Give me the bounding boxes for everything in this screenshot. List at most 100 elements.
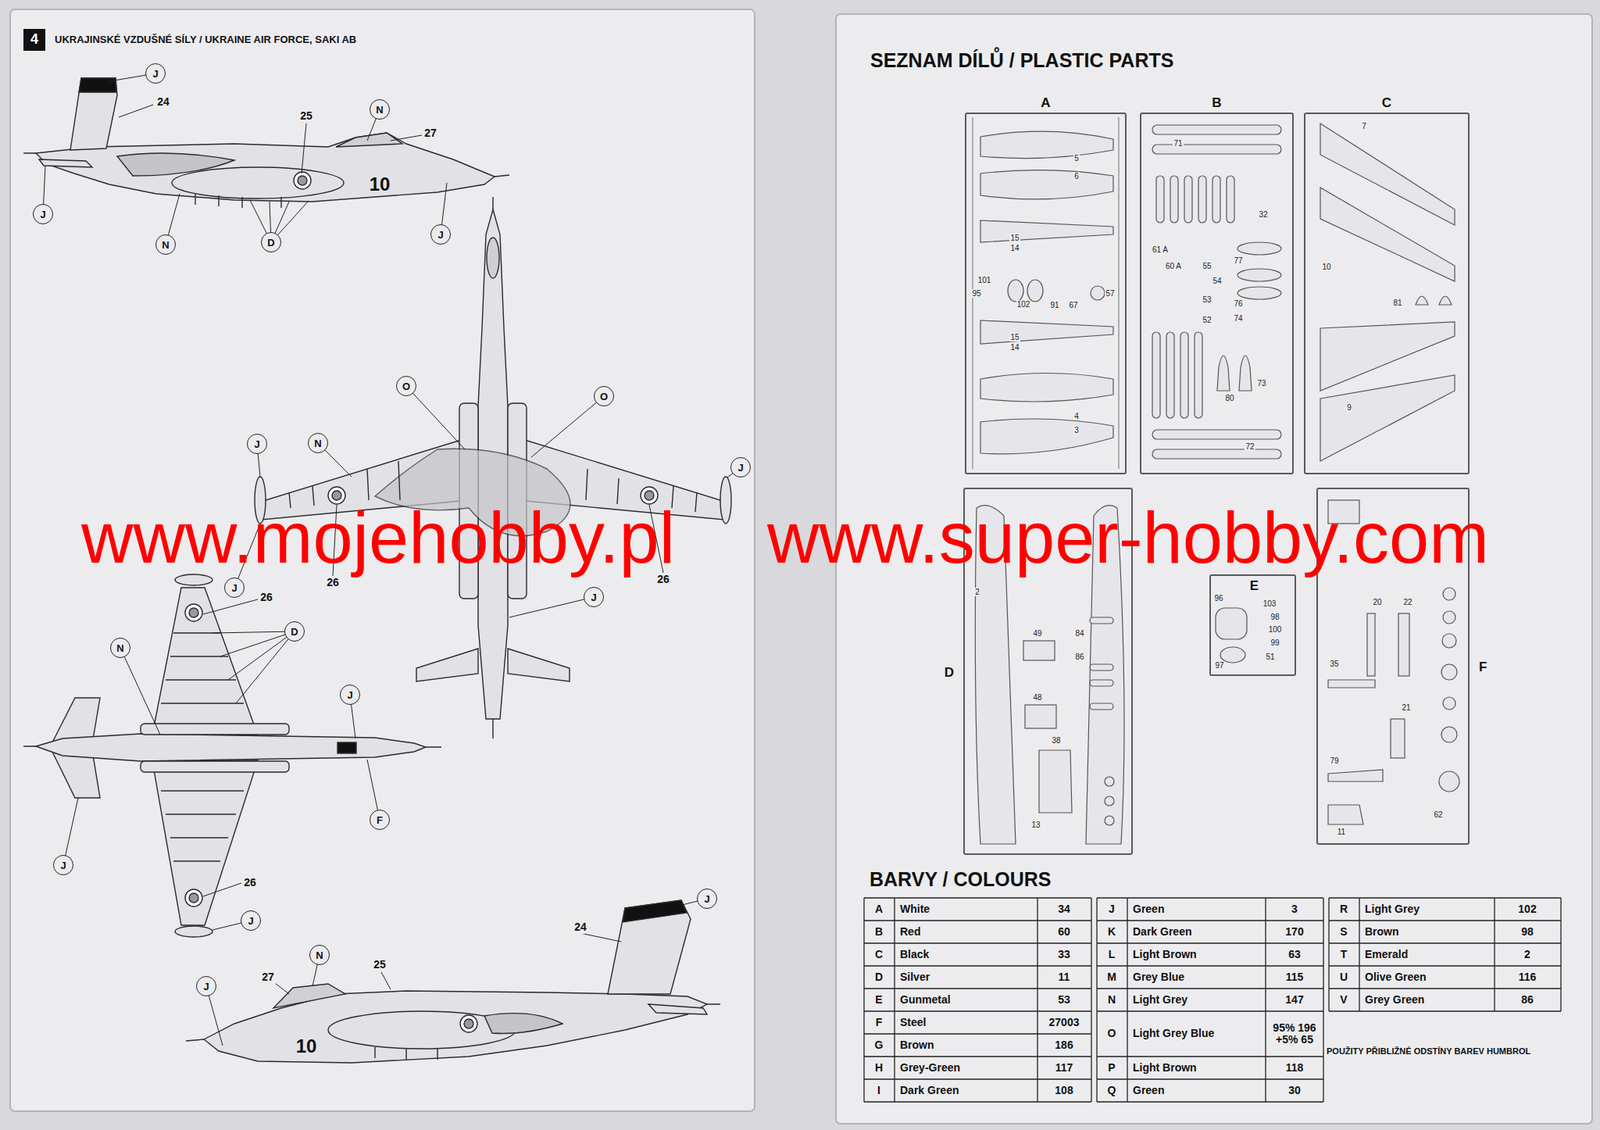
callout-number: 26: [325, 576, 341, 589]
paint-number: 95% 196 +5% 65: [1269, 1021, 1320, 1047]
watermark: www.super-hobby.com: [767, 501, 1490, 574]
sprue-frame: C: [1303, 112, 1470, 475]
paint-number: 117: [1039, 1061, 1090, 1074]
color-code: T: [1340, 948, 1348, 961]
part-number: 77: [1232, 256, 1243, 265]
paint-number: 86: [1502, 993, 1553, 1006]
callout-circle: J: [696, 888, 718, 909]
part-number: 20: [1371, 597, 1383, 607]
part-number: 62: [1432, 810, 1443, 819]
page-number: 4: [23, 28, 46, 51]
callout-circle: F: [369, 809, 390, 830]
paint-number: 27003: [1039, 1016, 1090, 1029]
paint-number: 60: [1039, 925, 1090, 938]
color-name: Dark Green: [900, 1084, 959, 1097]
paint-number: 53: [1039, 993, 1090, 1006]
callout-number: 24: [572, 921, 589, 933]
callout-letter: J: [203, 981, 209, 992]
color-code: E: [875, 993, 883, 1006]
part-number: 4: [1073, 411, 1080, 421]
part-number: 80: [1224, 393, 1235, 403]
part-number: 67: [1067, 300, 1079, 310]
aircraft-marking: 10: [296, 1035, 318, 1057]
sheet-heading: UKRAJINSKÉ VZDUŠNÉ SÍLY / UKRAINE AIR FO…: [54, 34, 357, 46]
sprue-letter: D: [944, 665, 954, 681]
part-number: 91: [1049, 300, 1060, 310]
color-name: Brown: [1364, 925, 1400, 938]
color-code: L: [1108, 948, 1116, 961]
color-name: Olive Green: [1364, 971, 1427, 983]
color-name: Light Grey Blue: [1132, 1027, 1215, 1040]
part-number: 101: [977, 275, 993, 285]
callout-letter: D: [267, 237, 275, 248]
paint-number: 118: [1269, 1061, 1320, 1074]
paint-number: 98: [1502, 925, 1553, 938]
callout-circle: D: [284, 621, 305, 642]
part-number: 76: [1232, 299, 1243, 308]
part-number: 9: [1346, 403, 1353, 412]
paint-number: 102: [1502, 903, 1553, 915]
callout-circle: J: [730, 457, 751, 478]
part-number: 102: [1016, 300, 1032, 309]
part-number: 95: [971, 289, 982, 298]
callout-letter: N: [161, 239, 169, 250]
color-code: Q: [1107, 1084, 1117, 1097]
sprue-letter: B: [1211, 96, 1222, 111]
part-number: 54: [1211, 276, 1222, 286]
callout-letter: N: [315, 950, 323, 961]
callout-letter: O: [402, 381, 411, 392]
section-heading: BARVY / COLOURS: [869, 868, 1051, 891]
color-code: H: [875, 1061, 883, 1074]
paint-number: 186: [1039, 1039, 1090, 1051]
color-code: O: [1107, 1027, 1117, 1040]
callout-letter: D: [290, 626, 298, 637]
paint-number: 11: [1039, 971, 1090, 983]
callout-letter: J: [703, 893, 710, 904]
paint-number: 34: [1039, 903, 1090, 915]
part-number: 79: [1328, 756, 1340, 765]
part-number: 3: [1073, 425, 1080, 435]
part-number: 38: [1050, 735, 1061, 745]
color-name: Brown: [900, 1039, 935, 1051]
note: POUŽITY PŘIBLIŽNÉ ODSTÍNY BAREV HUMBROL: [1326, 1046, 1531, 1056]
color-code: N: [1107, 993, 1116, 1006]
color-code: K: [1107, 925, 1116, 938]
color-name: Black: [900, 948, 929, 961]
color-name: Grey Blue: [1132, 971, 1185, 983]
part-number: 14: [1009, 243, 1020, 253]
paint-number: 2: [1502, 948, 1553, 961]
part-number: 2: [974, 587, 981, 597]
callout-letter: N: [116, 642, 124, 654]
part-number: 97: [1214, 660, 1225, 670]
callout-circle: J: [53, 854, 74, 875]
part-number: 14: [1009, 342, 1020, 352]
callout-circle: J: [32, 203, 54, 225]
section-heading: SEZNAM DÍLŮ / PLASTIC PARTS: [870, 50, 1174, 72]
part-number: 15: [1009, 332, 1020, 342]
color-code: B: [875, 925, 883, 938]
color-name: Red: [900, 925, 921, 938]
part-number: 61 A: [1151, 245, 1169, 254]
callout-number: 25: [298, 110, 315, 122]
callout-letter: J: [253, 439, 260, 450]
watermark: www.mojehobby.pl: [81, 501, 675, 574]
part-number: 35: [1328, 659, 1340, 668]
callout-number: 26: [258, 591, 275, 604]
part-number: 81: [1392, 298, 1403, 308]
paint-number: 63: [1269, 948, 1320, 961]
color-name: Dark Green: [1132, 925, 1192, 938]
callout-letter: J: [247, 915, 254, 926]
part-number: 86: [1074, 652, 1085, 661]
callout-circle: J: [583, 586, 604, 608]
callout-letter: F: [376, 814, 383, 825]
part-number: 100: [1267, 625, 1283, 634]
callout-circle: J: [240, 910, 261, 931]
color-code: F: [875, 1016, 883, 1029]
callout-circle: J: [196, 975, 217, 997]
part-number: 103: [1262, 599, 1278, 608]
color-name: Light Brown: [1132, 948, 1197, 961]
sprue-letter: F: [1478, 660, 1487, 675]
paint-number: 30: [1269, 1084, 1320, 1097]
part-number: 53: [1201, 295, 1212, 304]
color-code: V: [1339, 993, 1347, 1006]
